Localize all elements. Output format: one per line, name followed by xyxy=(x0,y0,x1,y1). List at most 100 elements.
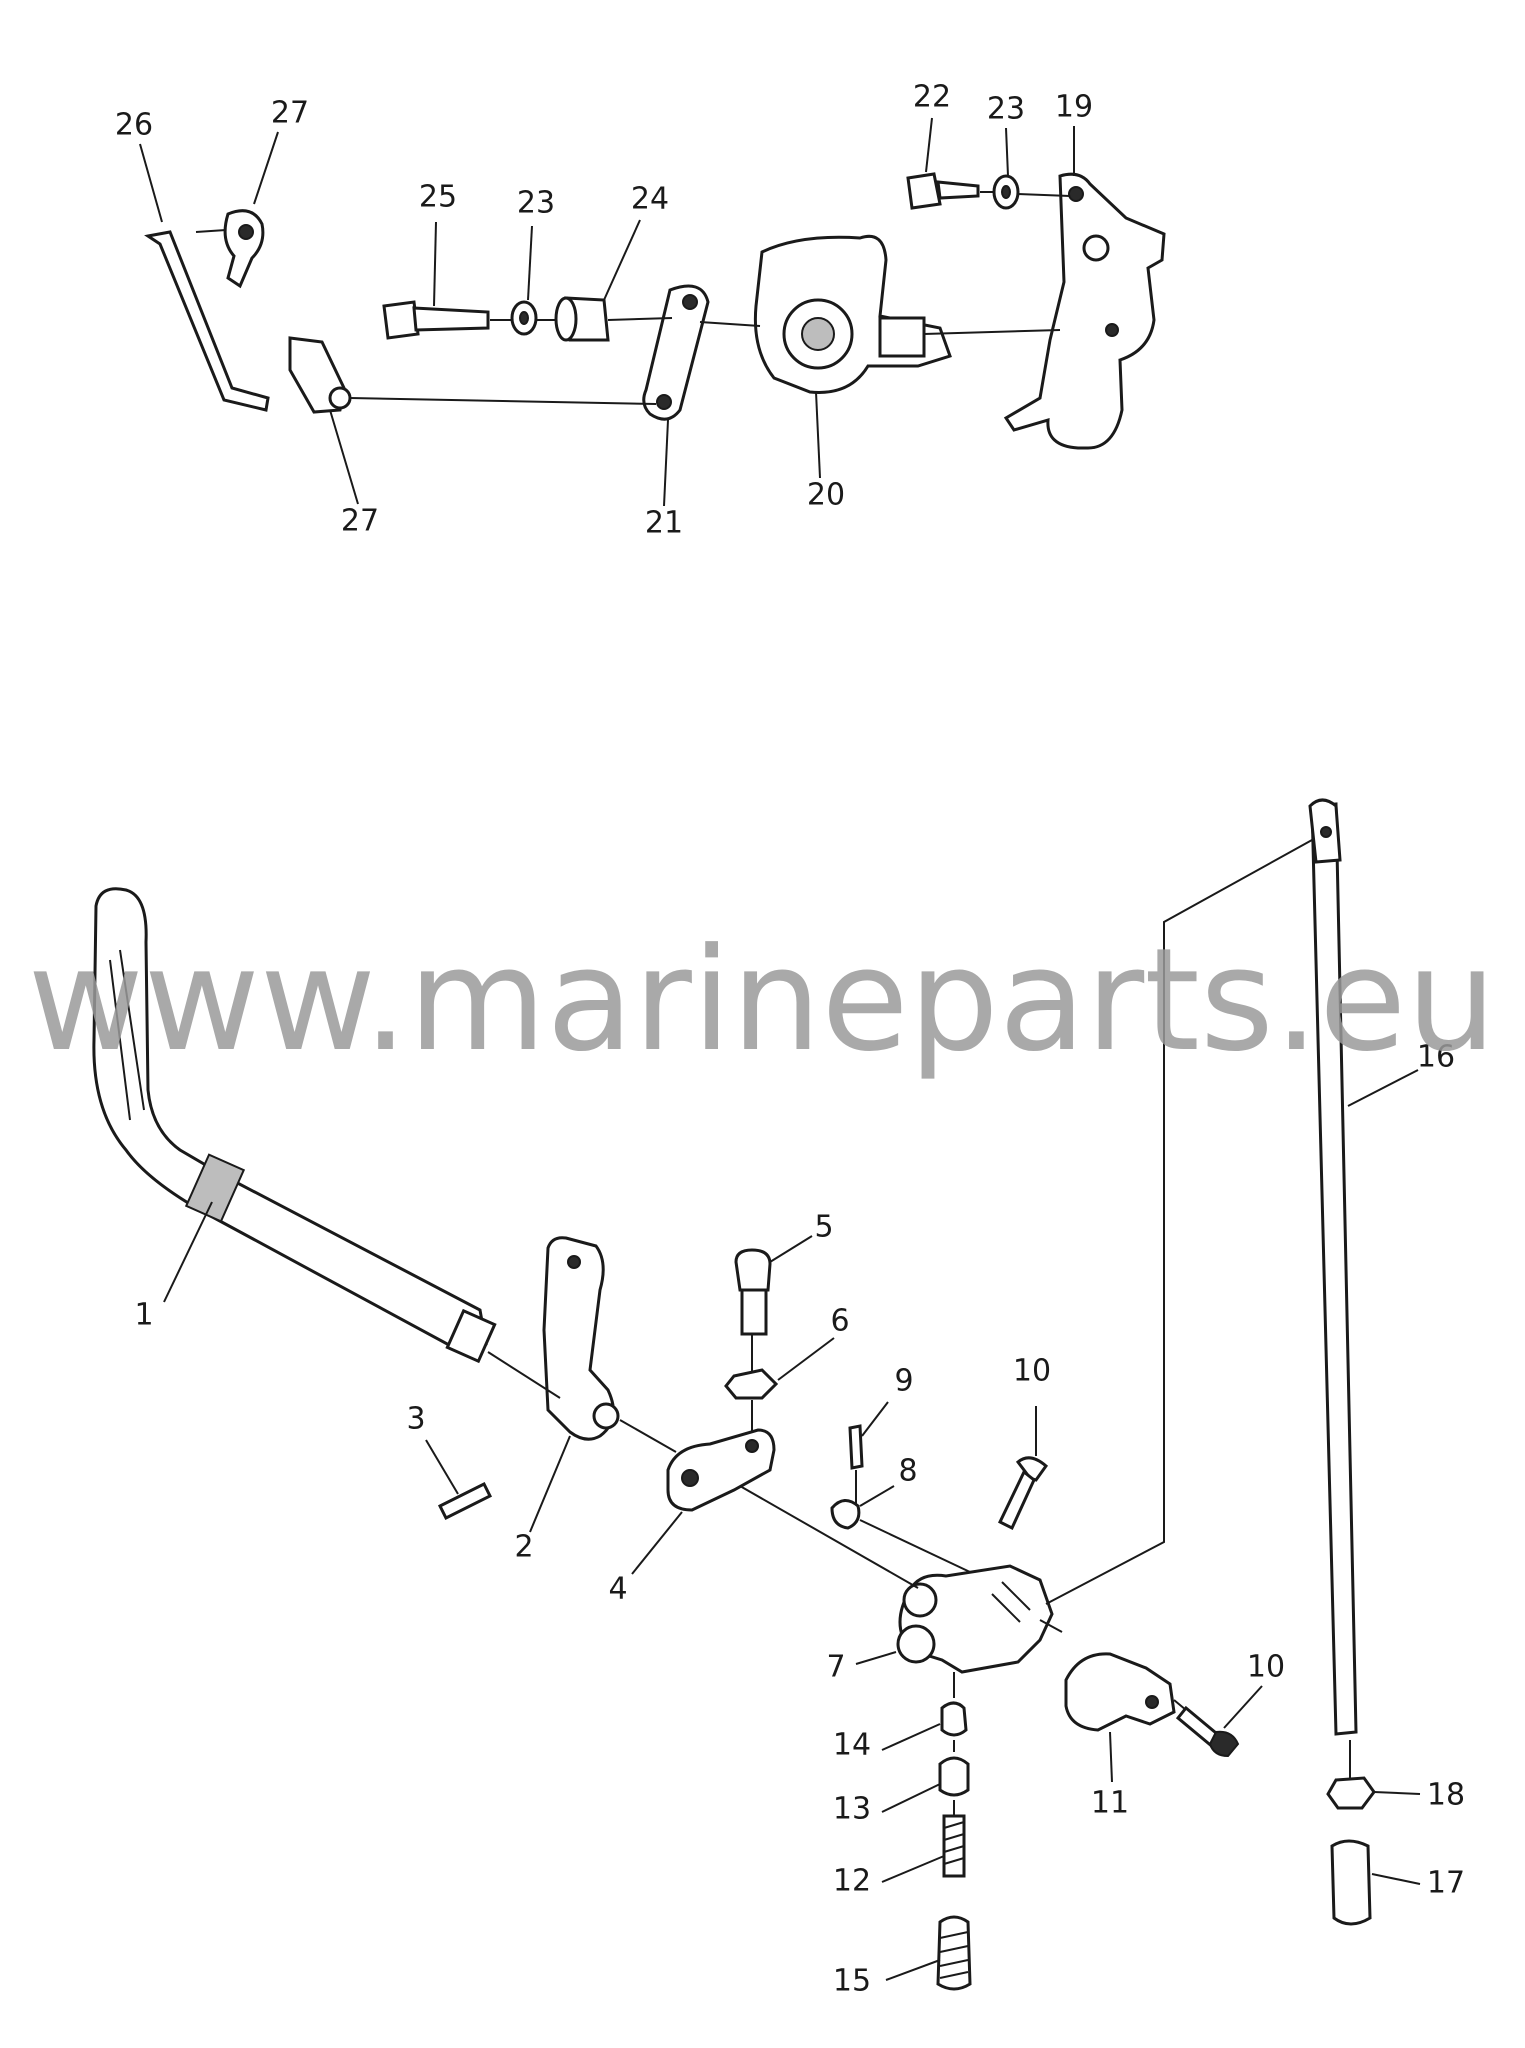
link-plate-21 xyxy=(642,284,710,421)
leader-9 xyxy=(861,1401,889,1437)
link-hole-bottom xyxy=(656,394,672,410)
leader-17 xyxy=(1371,1873,1421,1885)
throttle-rod xyxy=(144,230,270,412)
callout-27-bottom: 27 xyxy=(341,504,379,539)
screw-22-thread xyxy=(936,180,980,200)
callout-5: 5 xyxy=(814,1210,833,1245)
lever-grip-detail xyxy=(109,949,145,1121)
arm-4-hole-2 xyxy=(745,1439,759,1453)
callout-19: 19 xyxy=(1055,90,1093,125)
leader-5 xyxy=(769,1235,813,1263)
screw-10-upper xyxy=(1015,1456,1049,1482)
link-hole-top xyxy=(682,294,698,310)
leader-23a xyxy=(527,225,533,301)
callout-14: 14 xyxy=(833,1728,871,1763)
link-lever-11 xyxy=(1064,1652,1176,1732)
bracket-2-hole-low xyxy=(592,1402,620,1430)
leader-20 xyxy=(815,391,821,479)
cam-7-boss-2 xyxy=(896,1624,936,1664)
callout-1: 1 xyxy=(134,1298,153,1333)
bracket-hole-1 xyxy=(1068,186,1084,202)
callout-12: 12 xyxy=(833,1864,871,1899)
callout-10-upper: 10 xyxy=(1013,1354,1051,1389)
callout-numbers: 26 27 27 25 23 24 21 20 22 23 19 1 3 2 4… xyxy=(115,80,1465,1999)
leader-12 xyxy=(881,1855,945,1883)
leader-2 xyxy=(529,1435,571,1533)
shift-bracket-2 xyxy=(542,1236,615,1441)
callout-22: 22 xyxy=(913,80,951,115)
leader-23b xyxy=(1005,127,1009,177)
leader-8 xyxy=(859,1485,895,1507)
arm-4-hole xyxy=(681,1469,699,1487)
bracket-hole-3 xyxy=(1105,323,1119,337)
axis-line xyxy=(1045,839,1313,1605)
leader-13 xyxy=(881,1783,941,1813)
bolt-5 xyxy=(734,1248,772,1292)
callout-10-lower: 10 xyxy=(1247,1650,1285,1685)
bracket-2-hole-top xyxy=(567,1255,581,1269)
callout-26: 26 xyxy=(115,108,153,143)
callout-25: 25 xyxy=(419,180,457,215)
spring-15-coils xyxy=(939,1931,969,1979)
callout-13: 13 xyxy=(833,1792,871,1827)
coupler-17 xyxy=(1330,1839,1372,1926)
leader-4 xyxy=(631,1511,683,1575)
axis-line xyxy=(619,1419,677,1453)
callout-11: 11 xyxy=(1091,1786,1129,1821)
nut-18 xyxy=(1326,1776,1376,1810)
bolt-5-shank xyxy=(740,1288,768,1336)
shift-cam-7 xyxy=(898,1564,1054,1674)
axis-line xyxy=(607,317,673,321)
pin-3 xyxy=(437,1481,493,1521)
leader-27a xyxy=(253,131,279,205)
rod-16-hole xyxy=(1320,826,1332,838)
callout-4: 4 xyxy=(608,1572,627,1607)
axis-line xyxy=(1173,1699,1187,1711)
axis-line xyxy=(699,321,761,327)
spring-15 xyxy=(936,1915,972,1991)
cam-7-slot xyxy=(991,1581,1031,1623)
callout-2: 2 xyxy=(514,1530,533,1565)
detent-ball-14 xyxy=(940,1701,968,1737)
leader-22 xyxy=(925,117,933,173)
leader-25 xyxy=(433,221,437,307)
washer-23-right-hole xyxy=(1001,185,1011,199)
lever-collar xyxy=(184,1153,246,1223)
axis-line xyxy=(859,1519,971,1573)
lower-assembly xyxy=(92,798,1376,1991)
axis-line xyxy=(487,1351,561,1399)
bolt-25 xyxy=(382,300,420,340)
leader-10b xyxy=(1223,1685,1263,1729)
leader-26 xyxy=(139,143,163,223)
callout-23-left: 23 xyxy=(517,186,555,221)
callout-20: 20 xyxy=(807,478,845,513)
leader-7 xyxy=(855,1651,897,1665)
lever-tip xyxy=(445,1308,497,1364)
lever-11-hole xyxy=(1145,1695,1159,1709)
leader-1 xyxy=(163,1201,213,1303)
screw-9 xyxy=(848,1424,864,1470)
bolt-25-thread xyxy=(412,306,490,332)
leader-18 xyxy=(1373,1791,1421,1795)
callout-6: 6 xyxy=(830,1304,849,1339)
bracket-19 xyxy=(1003,172,1166,450)
callout-7: 7 xyxy=(826,1650,845,1685)
shift-arm-4 xyxy=(666,1428,776,1512)
axis-line xyxy=(349,397,657,405)
screw-10-lower-head xyxy=(1208,1730,1240,1758)
leader-21 xyxy=(663,419,669,507)
leader-27b xyxy=(329,409,359,505)
leader-6 xyxy=(777,1337,835,1381)
clip-hole xyxy=(238,224,254,240)
axis-line xyxy=(1017,193,1071,197)
callout-27-top: 27 xyxy=(271,96,309,131)
callout-24: 24 xyxy=(631,182,669,217)
bushing-24-end xyxy=(554,296,578,342)
nut-6 xyxy=(724,1368,779,1400)
axis-line xyxy=(739,1485,919,1589)
cam-bearing-inner xyxy=(801,317,835,351)
detent-sleeve-13 xyxy=(938,1756,970,1797)
leader-14 xyxy=(881,1723,941,1751)
leader-15 xyxy=(885,1959,941,1981)
